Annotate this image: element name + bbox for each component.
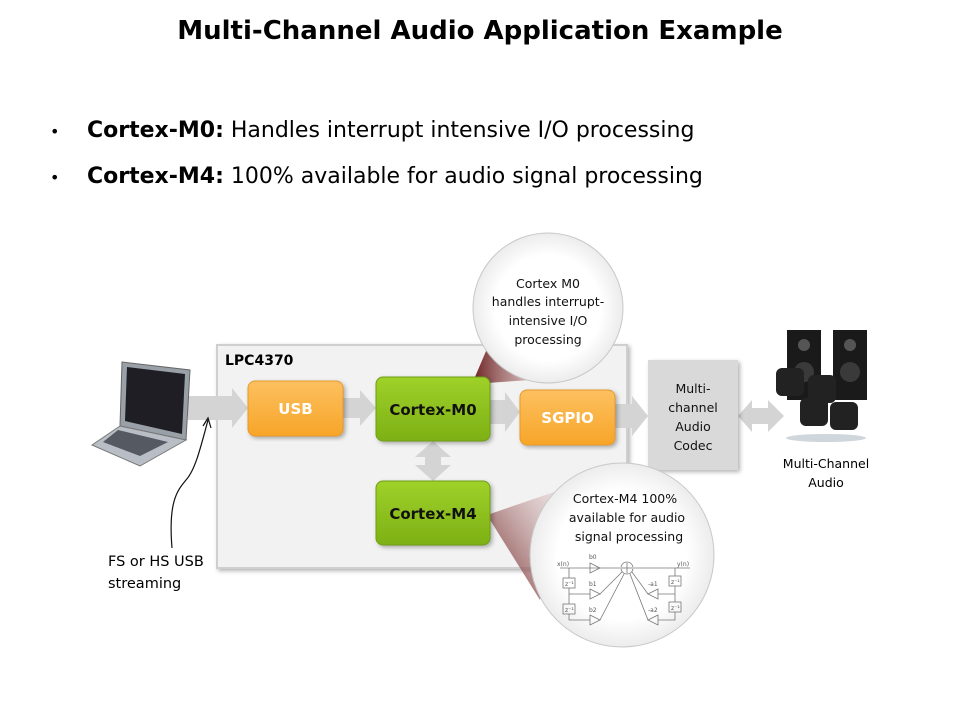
cortex-m4-block — [375, 480, 491, 546]
filter-label: b2 — [589, 607, 597, 614]
cortex-m4-label: Cortex-M4 — [389, 505, 476, 523]
bullet-icon: • — [50, 121, 60, 141]
bullet-cortex-m0: • Cortex-M0: Handles interrupt intensive … — [50, 118, 694, 143]
chip-label: LPC4370 — [225, 353, 294, 369]
bullet-icon: • — [50, 167, 60, 187]
codec-label: Multi- — [675, 381, 710, 396]
m0-callout-text: handles interrupt- — [492, 294, 604, 309]
m0-callout-text: Cortex M0 — [516, 276, 580, 291]
filter-label: z⁻¹ — [671, 605, 680, 612]
audio-codec-block — [648, 360, 738, 470]
codec-label: Codec — [674, 438, 713, 453]
m4-callout-text: signal processing — [575, 529, 683, 544]
bullet-cortex-m4: • Cortex-M4: 100% available for audio sig… — [50, 164, 703, 189]
usb-label: USB — [278, 400, 312, 418]
laptop-icon — [90, 361, 191, 467]
m0-callout-text: intensive I/O — [509, 313, 588, 328]
usb-block — [247, 380, 344, 437]
codec-label: Audio — [675, 419, 711, 434]
arrow-laptop-to-usb — [188, 388, 248, 428]
filter-label: b0 — [589, 554, 597, 561]
cortex-m0-block — [375, 376, 491, 442]
m4-callout-text: available for audio — [569, 510, 685, 525]
usb-note-pointer — [170, 419, 209, 549]
filter-label: z⁻¹ — [565, 581, 574, 588]
biquad-filter-diagram — [560, 561, 690, 626]
output-label: Multi-Channel — [783, 456, 869, 471]
slide-title: Multi-Channel Audio Application Example — [177, 16, 783, 46]
bullet-text: 100% available for audio signal processi… — [223, 164, 703, 189]
arrow-codec-speakers — [738, 400, 784, 432]
filter-label: -a1 — [648, 581, 658, 588]
data-flow-arrows — [188, 388, 784, 481]
speakers-icon — [776, 330, 867, 442]
arrow-usb-to-m0 — [343, 390, 376, 426]
arrow-sgpio-to-codec — [615, 396, 648, 436]
m4-callout-text: Cortex-M4 100% — [573, 491, 677, 506]
m0-callout-bubble — [472, 232, 624, 384]
output-label: Audio — [808, 475, 844, 490]
cortex-m0-label: Cortex-M0 — [389, 401, 476, 419]
filter-label: b1 — [589, 581, 597, 588]
arrowhead-icon — [202, 416, 212, 429]
sgpio-label: SGPIO — [541, 409, 593, 427]
m4-callout-bubble — [529, 462, 715, 648]
filter-label: y(n) — [677, 561, 689, 568]
filter-label: z⁻¹ — [671, 579, 680, 586]
usb-note-text: streaming — [108, 576, 181, 592]
filter-label: -a2 — [648, 607, 658, 614]
m0-callout-text: processing — [514, 332, 581, 347]
bullet-text: Handles interrupt intensive I/O processi… — [223, 118, 695, 143]
codec-label: channel — [668, 400, 717, 415]
usb-note-text: FS or HS USB — [108, 554, 204, 570]
sgpio-block — [519, 389, 616, 446]
filter-label: z⁻¹ — [565, 607, 574, 614]
arrow-m0-to-sgpio — [490, 392, 520, 432]
bullet-term: Cortex-M0: — [87, 118, 224, 143]
bullet-term: Cortex-M4: — [87, 164, 224, 189]
filter-label: x(n) — [557, 561, 569, 568]
arrow-m0-m4 — [415, 441, 451, 481]
